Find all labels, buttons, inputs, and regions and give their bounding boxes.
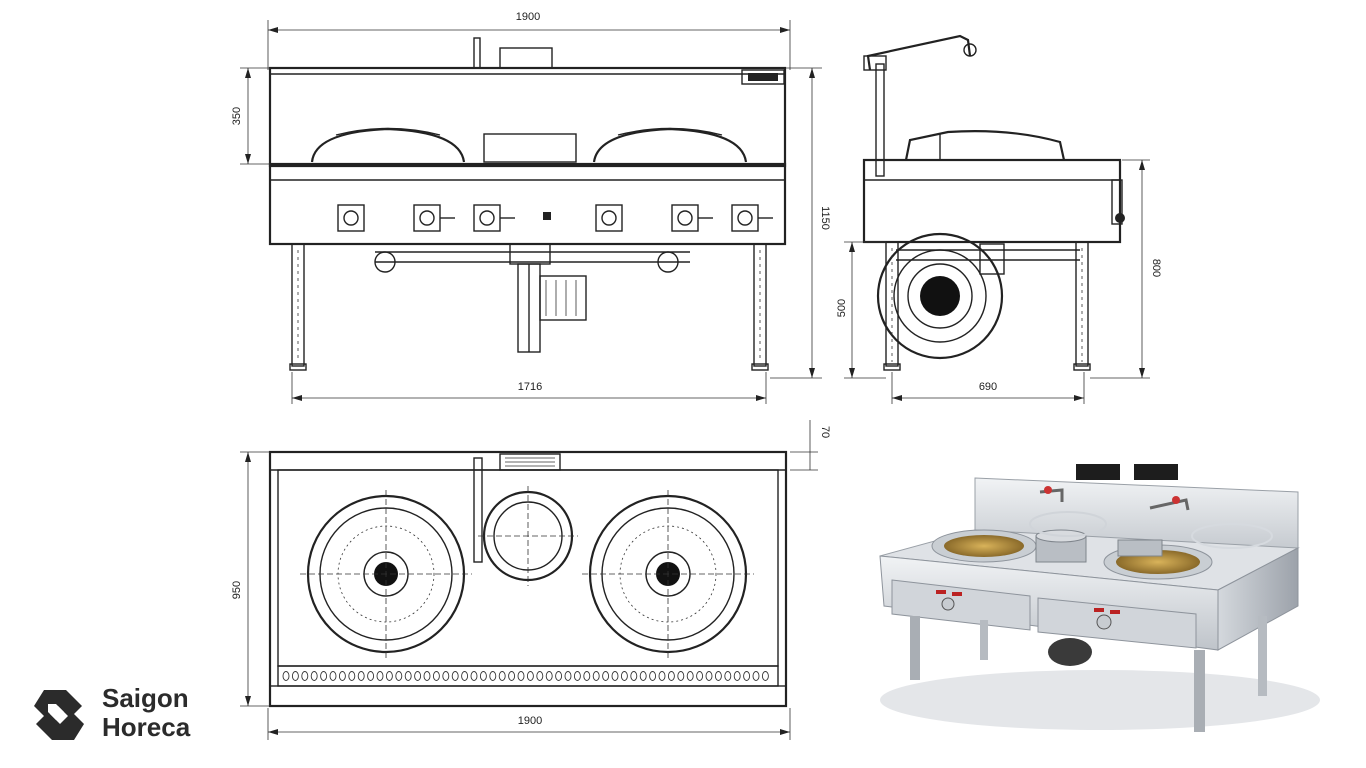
drain-hole [611,671,619,681]
drain-hole [461,671,469,681]
drain-hole [630,671,638,681]
drain-hole [592,671,600,681]
drain-hole [649,671,657,681]
drain-hole [423,671,431,681]
drain-hole [526,671,534,681]
drain-hole [696,671,704,681]
drain-hole [573,671,581,681]
saigon-horeca-logo-icon [34,690,84,740]
drain-hole [658,671,666,681]
drain-hole [752,671,760,681]
brand-line-1: Saigon [102,683,189,713]
drain-hole [602,671,610,681]
top-view: 70 950 1900 [231,420,831,740]
drain-hole [743,671,751,681]
drain-hole [329,671,337,681]
drain-hole [517,671,525,681]
drain-hole [714,671,722,681]
drain-hole [470,671,478,681]
dim-depth: 690 [979,381,997,393]
drain-hole [301,671,309,681]
drain-hole [555,671,563,681]
drain-hole [432,671,440,681]
dim-top-depth: 950 [231,581,243,599]
drain-hole [564,671,572,681]
dim-leg-height: 500 [836,299,848,317]
drain-hole [348,671,356,681]
front-view: 1900 [231,11,831,404]
drain-hole [545,671,553,681]
brand-line-2: Horeca [102,712,191,742]
dim-body-height: 800 [1150,259,1162,277]
drain-hole [686,671,694,681]
drain-hole [451,671,459,681]
drain-hole [320,671,328,681]
drain-hole [508,671,516,681]
brand-name: Saigon Horeca [102,684,190,742]
drain-hole [583,671,591,681]
dim-top-width: 1900 [518,715,542,727]
drain-hole [677,671,685,681]
drain-hole [733,671,741,681]
drain-hole [479,671,487,681]
dim-edge: 70 [819,426,831,438]
drain-hole [536,671,544,681]
drain-hole [385,671,393,681]
dim-front-width: 1900 [516,11,540,23]
dim-total-height: 1150 [819,206,831,230]
drain-hole [414,671,422,681]
drain-hole [357,671,365,681]
drain-hole [376,671,384,681]
drain-hole [639,671,647,681]
drain-hole [489,671,497,681]
drain-hole [667,671,675,681]
drain-hole [291,671,299,681]
dim-leg-span: 1716 [518,381,542,393]
drain-hole [724,671,732,681]
drain-hole [395,671,403,681]
brand-logo: Saigon Horeca [26,682,226,746]
dim-backsplash-height: 350 [231,107,243,125]
drain-hole [404,671,412,681]
drain-hole [282,671,290,681]
side-view: 800 500 690 [836,34,1162,404]
product-render [879,464,1320,732]
drain-hole [442,671,450,681]
drain-hole [620,671,628,681]
drain-hole [338,671,346,681]
drain-hole [310,671,318,681]
drain-hole [705,671,713,681]
drain-holes [282,671,769,681]
drain-hole [498,671,506,681]
drain-hole [761,671,769,681]
drain-hole [367,671,375,681]
